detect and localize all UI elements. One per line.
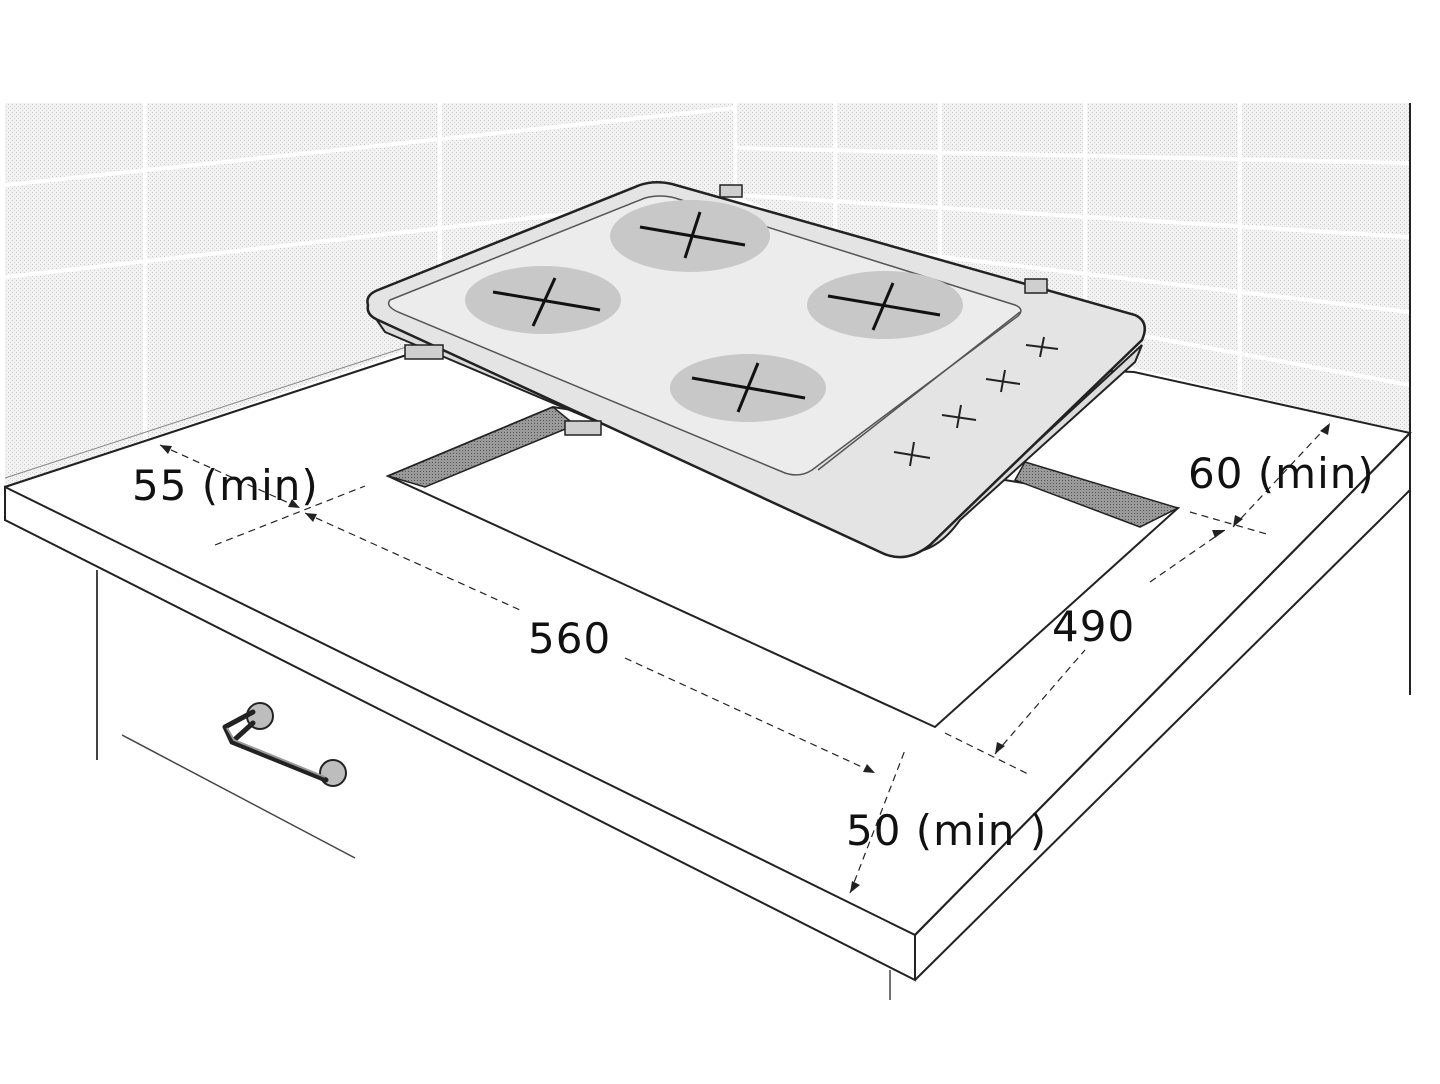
control-knob-icon [941,404,977,429]
control-knob-icon [985,369,1021,393]
left-clearance-label: 55 (min) [132,461,319,510]
burner-zone [670,354,826,422]
cutout-width-label: 560 [528,614,612,663]
burner-zone [465,266,621,334]
fixing-clamp [1024,278,1048,294]
control-knob-icon [893,441,931,467]
dimension-lines [159,422,1331,894]
burner-zone [610,200,770,272]
cutout-depth-label: 490 [1052,602,1136,651]
cabinet [96,570,891,1000]
burner-zone [807,271,963,339]
fixing-clamp [564,420,602,436]
drawer-handle [222,702,347,787]
control-knob-icon [1025,336,1059,358]
fixing-clamp [404,344,444,360]
hob [366,181,1147,559]
back-clearance-label: 60 (min) [1188,449,1375,498]
dimension-arrows [160,423,1330,893]
front-clearance-label: 50 (min ) [846,806,1048,855]
fixing-clamp [719,184,743,198]
